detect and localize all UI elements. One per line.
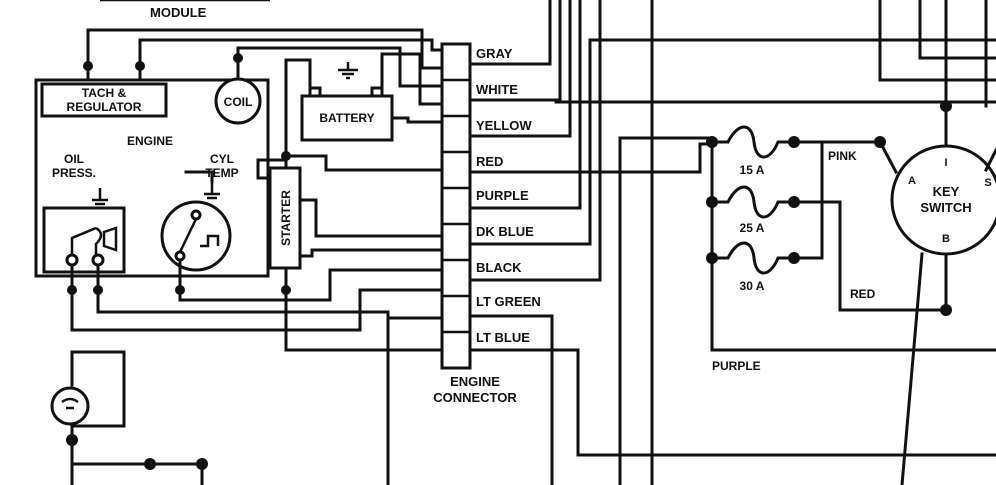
connector-label-2: CONNECTOR	[433, 390, 517, 405]
terminal-i: I	[944, 157, 947, 169]
fuse-block: 15 A 25 A 30 A PINK RED PURPLE	[706, 125, 996, 373]
lower-left-gauge	[50, 350, 208, 485]
tach-label: TACH &	[82, 86, 127, 100]
oil-label: OIL	[64, 152, 84, 166]
key-switch-label-2: SWITCH	[920, 200, 971, 215]
fuse-label-30a: 30 A	[740, 279, 765, 293]
wire-label-lt-green: LT GREEN	[476, 294, 541, 309]
oil-pressure-switch-box	[42, 206, 126, 274]
wire-label-purple: PURPLE	[476, 188, 529, 203]
ground-icon	[92, 188, 108, 210]
oil-horn-icon	[102, 226, 118, 252]
wire-label-yellow: YELLOW	[476, 118, 532, 133]
wire-label-purple-b: PURPLE	[712, 359, 761, 373]
fuse-label-25a: 25 A	[740, 221, 765, 235]
connector-label-1: ENGINE	[450, 374, 500, 389]
battery: BATTERY	[300, 62, 394, 142]
coil-label: COIL	[224, 95, 253, 109]
engine-connector: ENGINE CONNECTOR	[433, 42, 517, 405]
terminal-s: S	[984, 177, 991, 189]
ground-icon	[204, 182, 220, 200]
key-switch: KEY SWITCH I A S B	[877, 0, 996, 485]
fuse-label-15a: 15 A	[740, 163, 765, 177]
fuse-15a: 15 A	[706, 125, 800, 177]
wire-label-red: RED	[476, 154, 503, 169]
battery-post-right	[370, 86, 384, 98]
oil-switch-spring	[94, 226, 103, 258]
gauge-symbol	[50, 386, 90, 426]
battery-post-left	[308, 86, 322, 98]
starter-box	[268, 166, 302, 270]
tach-regulator-box	[40, 82, 168, 118]
dash-harness	[386, 0, 996, 485]
wire-label-black: BLACK	[476, 260, 522, 275]
wire-label-red-b: RED	[850, 287, 876, 301]
wire-label-gray: GRAY	[476, 46, 513, 61]
wire-label-white: WHITE	[476, 82, 518, 97]
regulator-label: REGULATOR	[67, 100, 142, 114]
thermostat-symbol	[178, 218, 220, 253]
temp-terminal-top	[190, 209, 202, 221]
engine-label: ENGINE	[127, 134, 173, 148]
engine-harness	[67, 28, 444, 352]
temp-label: TEMP	[205, 166, 238, 180]
cyl-label: CYL	[210, 152, 234, 166]
terminal-a: A	[908, 175, 916, 187]
starter-label: STARTER	[279, 190, 293, 246]
fuse-30a: 30 A	[706, 241, 800, 293]
module-title: MODULE	[150, 5, 207, 20]
key-switch-label-1: KEY	[933, 184, 960, 199]
ground-icon	[338, 62, 358, 80]
connector-body	[440, 42, 472, 370]
fuse-25a: 25 A	[706, 185, 800, 235]
wire-label-pink: PINK	[828, 149, 857, 163]
starter: STARTER	[268, 166, 302, 270]
terminal-b: B	[942, 233, 950, 245]
engine-block: TACH & REGULATOR COIL ENGINE OIL PRESS. …	[34, 77, 270, 278]
press-label: PRESS.	[52, 166, 96, 180]
wire-label-dk-blue: DK BLUE	[476, 224, 534, 239]
connector-wire-labels: GRAY WHITE YELLOW RED PURPLE DK BLUE BLA…	[476, 46, 541, 345]
battery-label: BATTERY	[319, 111, 374, 125]
wire-label-lt-blue: LT BLUE	[476, 330, 530, 345]
oil-switch-contact	[70, 226, 97, 258]
